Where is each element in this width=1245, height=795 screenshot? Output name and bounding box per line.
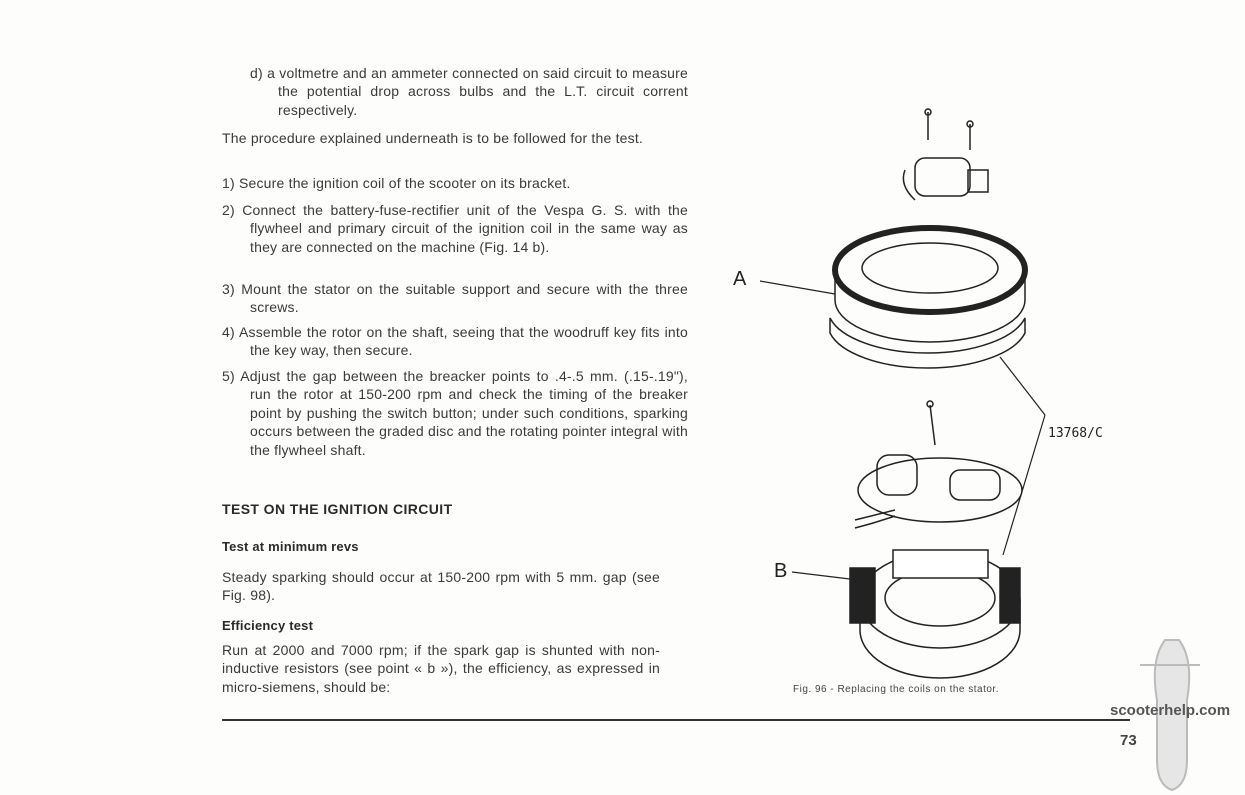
watermark-text: scooterhelp.com [1110,702,1231,719]
footer-rule [222,719,1130,721]
scooter-watermark-logo [1140,639,1200,792]
ring-b-illustration [791,549,1021,679]
ring-a-illustration [759,225,1028,369]
leader-line [1002,414,1046,556]
screws-illustration [902,108,989,201]
stator-plate-illustration [854,400,1023,529]
step-marker: 2) [222,202,235,218]
label-a: A [733,268,747,290]
leader-line [999,356,1046,416]
subheading-efficiency: Efficiency test [222,618,314,633]
figure-code: 13768/C [1048,426,1103,441]
step-text: Adjust the gap between the breacker poin… [240,368,688,458]
figure-caption: Fig. 96 - Replacing the coils on the sta… [793,684,999,695]
step-3: 3) Mount the stator on the suitable supp… [222,280,688,317]
step-marker: 4) [222,324,235,340]
step-5: 5) Adjust the gap between the breacker p… [222,367,688,459]
item-marker: d) [250,65,263,81]
step-text: Mount the stator on the suitable support… [241,281,688,316]
step-marker: 5) [222,368,235,384]
step-marker: 1) [222,175,235,191]
page-number: 73 [1120,732,1137,749]
step-text: Assemble the rotor on the shaft, seeing … [238,324,688,359]
intro-paragraph: The procedure explained underneath is to… [222,130,644,146]
item-d: d) a voltmetre and an ammeter connected … [250,64,688,119]
label-b: B [774,560,788,582]
section-title: TEST ON THE IGNITION CIRCUIT [222,501,453,517]
min-revs-text: Steady sparking should occur at 150-200 … [222,569,660,604]
step-2: 2) Connect the battery-fuse-rectifier un… [222,201,688,256]
step-marker: 3) [222,281,235,297]
step-1: 1) Secure the ignition coil of the scoot… [222,174,688,192]
step-4: 4) Assemble the rotor on the shaft, seei… [222,323,688,360]
efficiency-text: Run at 2000 and 7000 rpm; if the spark g… [222,642,660,695]
step-text: Connect the battery-fuse-rectifier unit … [242,202,689,255]
item-text: a voltmetre and an ammeter connected on … [267,65,688,118]
subheading-min-revs: Test at minimum revs [222,539,359,554]
step-text: Secure the ignition coil of the scooter … [238,175,571,191]
